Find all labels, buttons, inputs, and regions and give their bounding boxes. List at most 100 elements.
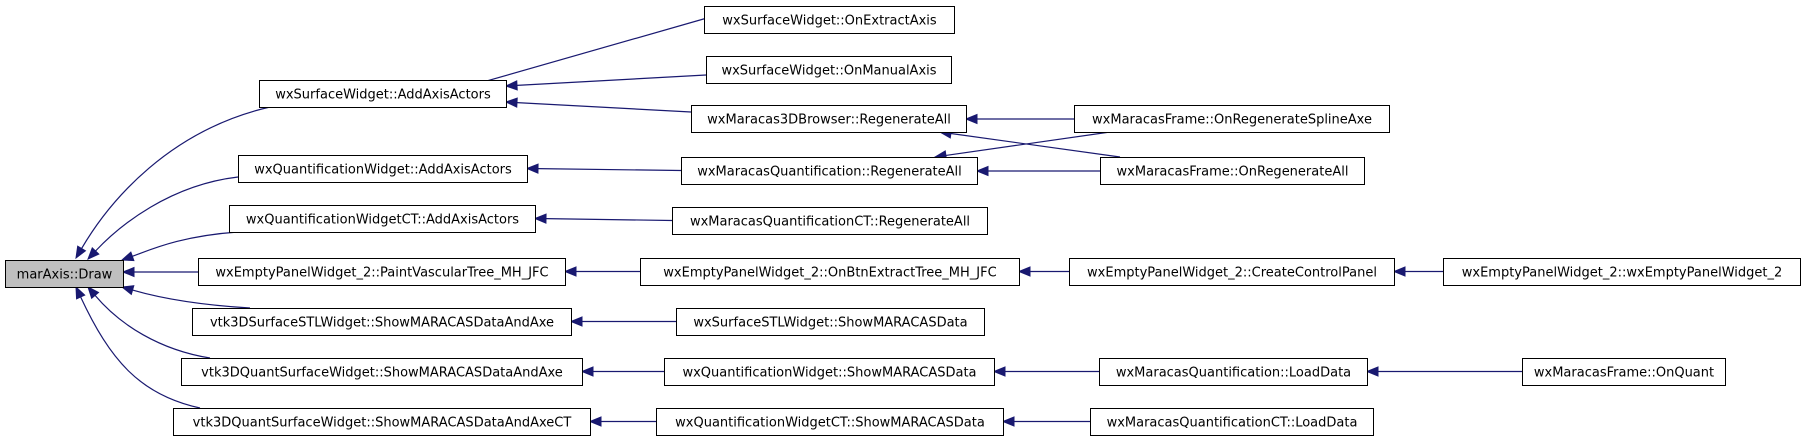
node-box[interactable] xyxy=(192,308,572,336)
edge-arrowhead xyxy=(975,165,989,177)
node-box[interactable] xyxy=(181,358,583,386)
edge-arrowhead xyxy=(964,113,978,125)
node-label: wxQuantificationWidget::ShowMARACASData xyxy=(682,366,976,381)
edge-arrowhead xyxy=(504,80,518,91)
node-label: wxEmptyPanelWidget_2::PaintVascularTree_… xyxy=(215,266,548,281)
edge-m3d_regen-to-sw_addaxis xyxy=(516,101,692,113)
edge-qs_showct-to-root xyxy=(80,296,201,409)
graph-node-mq-load[interactable]: wxMaracasQuantification::LoadData xyxy=(1099,358,1368,386)
graph-node-sstl-show[interactable]: wxSurfaceSTLWidget::ShowMARACASData xyxy=(676,308,985,336)
node-label: wxQuantificationWidgetCT::ShowMARACASDat… xyxy=(675,416,985,431)
graph-node-stl-show[interactable]: vtk3DSurfaceSTLWidget::ShowMARACASDataAn… xyxy=(192,308,572,336)
node-label: wxMaracasQuantificationCT::LoadData xyxy=(1107,416,1358,431)
node-box[interactable] xyxy=(1100,157,1365,185)
node-box[interactable] xyxy=(1443,258,1801,286)
edge-sw_manual-to-sw_addaxis xyxy=(516,74,707,86)
node-box[interactable] xyxy=(1099,358,1368,386)
edge-arrowhead xyxy=(87,247,100,260)
edge-arrowhead xyxy=(563,266,577,277)
node-box[interactable] xyxy=(259,80,507,108)
node-label: wxMaracasFrame::OnQuant xyxy=(1534,366,1714,381)
node-box[interactable] xyxy=(238,155,528,183)
graph-node-mf-regenspline[interactable]: wxMaracasFrame::OnRegenerateSplineAxe xyxy=(1074,105,1390,133)
edge-sw_extract-to-sw_addaxis xyxy=(458,17,708,90)
edge-arrowhead xyxy=(121,266,135,278)
node-box[interactable] xyxy=(706,56,952,84)
edge-arrowhead xyxy=(525,163,539,174)
node-box[interactable] xyxy=(672,207,988,235)
node-label: wxSurfaceSTLWidget::ShowMARACASData xyxy=(693,316,967,331)
node-box[interactable] xyxy=(656,408,1004,436)
graph-node-mq-regen[interactable]: wxMaracasQuantification::RegenerateAll xyxy=(681,157,978,185)
node-label: wxSurfaceWidget::AddAxisActors xyxy=(275,88,491,103)
graph-node-qs-showct[interactable]: vtk3DQuantSurfaceWidget::ShowMARACASData… xyxy=(173,408,591,436)
node-label: wxMaracasFrame::OnRegenerateAll xyxy=(1117,165,1349,180)
graph-node-ep-paint[interactable]: wxEmptyPanelWidget_2::PaintVascularTree_… xyxy=(198,258,566,286)
node-label: wxMaracasFrame::OnRegenerateSplineAxe xyxy=(1092,113,1372,128)
edge-arrowhead xyxy=(75,285,86,300)
edge-arrowhead xyxy=(588,416,602,427)
node-label: wxMaracasQuantification::LoadData xyxy=(1116,366,1351,381)
node-label: wxMaracasQuantificationCT::RegenerateAll xyxy=(690,215,970,230)
node-box[interactable] xyxy=(1069,258,1395,286)
edge-arrowhead xyxy=(120,285,135,296)
graph-node-qw-show[interactable]: wxQuantificationWidget::ShowMARACASData xyxy=(664,358,995,386)
node-box[interactable] xyxy=(676,308,985,336)
node-box[interactable] xyxy=(1522,358,1726,386)
graph-node-ep-ctor[interactable]: wxEmptyPanelWidget_2::wxEmptyPanelWidget… xyxy=(1443,258,1801,286)
graph-node-mqct-load[interactable]: wxMaracasQuantificationCT::LoadData xyxy=(1090,408,1374,436)
node-label: vtk3DSurfaceSTLWidget::ShowMARACASDataAn… xyxy=(210,316,554,331)
node-box[interactable] xyxy=(691,105,967,133)
graph-node-m3d-regen[interactable]: wxMaracas3DBrowser::RegenerateAll xyxy=(691,105,967,133)
node-label: wxQuantificationWidget::AddAxisActors xyxy=(254,163,512,178)
graph-node-mf-regenall[interactable]: wxMaracasFrame::OnRegenerateAll xyxy=(1100,157,1365,185)
edge-arrowhead xyxy=(580,366,594,377)
graph-node-mf-onquant[interactable]: wxMaracasFrame::OnQuant xyxy=(1522,358,1726,386)
graph-node-sw-addaxis[interactable]: wxSurfaceWidget::AddAxisActors xyxy=(259,80,507,108)
node-label: wxEmptyPanelWidget_2::OnBtnExtractTree_M… xyxy=(663,266,996,281)
node-box[interactable] xyxy=(173,408,591,436)
node-box[interactable] xyxy=(229,205,536,233)
edge-mf_regenspline-to-mq_regen xyxy=(945,131,1111,157)
edge-arrowhead xyxy=(504,97,518,108)
node-label: wxSurfaceWidget::OnExtractAxis xyxy=(722,14,937,29)
node-label: wxEmptyPanelWidget_2::CreateControlPanel xyxy=(1087,266,1377,281)
edge-arrowhead xyxy=(569,316,583,327)
graph-nodes: marAxis::Draw wxSurfaceWidget::AddAxisAct… xyxy=(5,6,1801,436)
graph-node-qwct-show[interactable]: wxQuantificationWidgetCT::ShowMARACASDat… xyxy=(656,408,1004,436)
node-box[interactable] xyxy=(1090,408,1374,436)
edge-arrowhead xyxy=(87,285,100,300)
edge-stl_show-to-root xyxy=(132,289,251,309)
edge-mq_regen-to-qw_addaxis xyxy=(537,168,682,172)
edge-arrowhead xyxy=(1001,416,1015,427)
graph-node-mqct-regen[interactable]: wxMaracasQuantificationCT::RegenerateAll xyxy=(672,207,988,235)
edge-mqct_regen-to-qwct_addaxis xyxy=(545,218,673,222)
node-label: vtk3DQuantSurfaceWidget::ShowMARACASData… xyxy=(201,366,563,381)
edge-arrowhead xyxy=(533,213,547,224)
node-box[interactable] xyxy=(1074,105,1390,133)
node-box[interactable] xyxy=(704,6,955,34)
graph-node-root[interactable]: marAxis::Draw xyxy=(5,260,124,288)
edge-qs_show-to-root xyxy=(94,295,211,359)
graph-node-qwct-addaxis[interactable]: wxQuantificationWidgetCT::AddAxisActors xyxy=(229,205,536,233)
edge-qw_addaxis-to-root xyxy=(95,176,239,252)
graph-node-ep-onbtn[interactable]: wxEmptyPanelWidget_2::OnBtnExtractTree_M… xyxy=(640,258,1020,286)
graph-node-qs-show[interactable]: vtk3DQuantSurfaceWidget::ShowMARACASData… xyxy=(181,358,583,386)
node-label: wxEmptyPanelWidget_2::wxEmptyPanelWidget… xyxy=(1462,266,1783,281)
node-box[interactable] xyxy=(640,258,1020,286)
node-label: vtk3DQuantSurfaceWidget::ShowMARACASData… xyxy=(193,416,572,431)
graph-node-qw-addaxis[interactable]: wxQuantificationWidget::AddAxisActors xyxy=(238,155,528,183)
edge-arrowhead xyxy=(992,366,1006,377)
edge-arrowhead xyxy=(1365,366,1379,377)
node-box[interactable] xyxy=(681,157,978,185)
graph-node-ep-create[interactable]: wxEmptyPanelWidget_2::CreateControlPanel xyxy=(1069,258,1395,286)
node-box[interactable] xyxy=(198,258,566,286)
edge-qwct_addaxis-to-root xyxy=(132,231,239,257)
node-box[interactable] xyxy=(5,260,124,288)
node-label: marAxis::Draw xyxy=(17,268,113,283)
graph-node-sw-extract[interactable]: wxSurfaceWidget::OnExtractAxis xyxy=(704,6,955,34)
node-label: wxSurfaceWidget::OnManualAxis xyxy=(721,64,936,79)
graph-node-sw-manual[interactable]: wxSurfaceWidget::OnManualAxis xyxy=(706,56,952,84)
node-box[interactable] xyxy=(664,358,995,386)
